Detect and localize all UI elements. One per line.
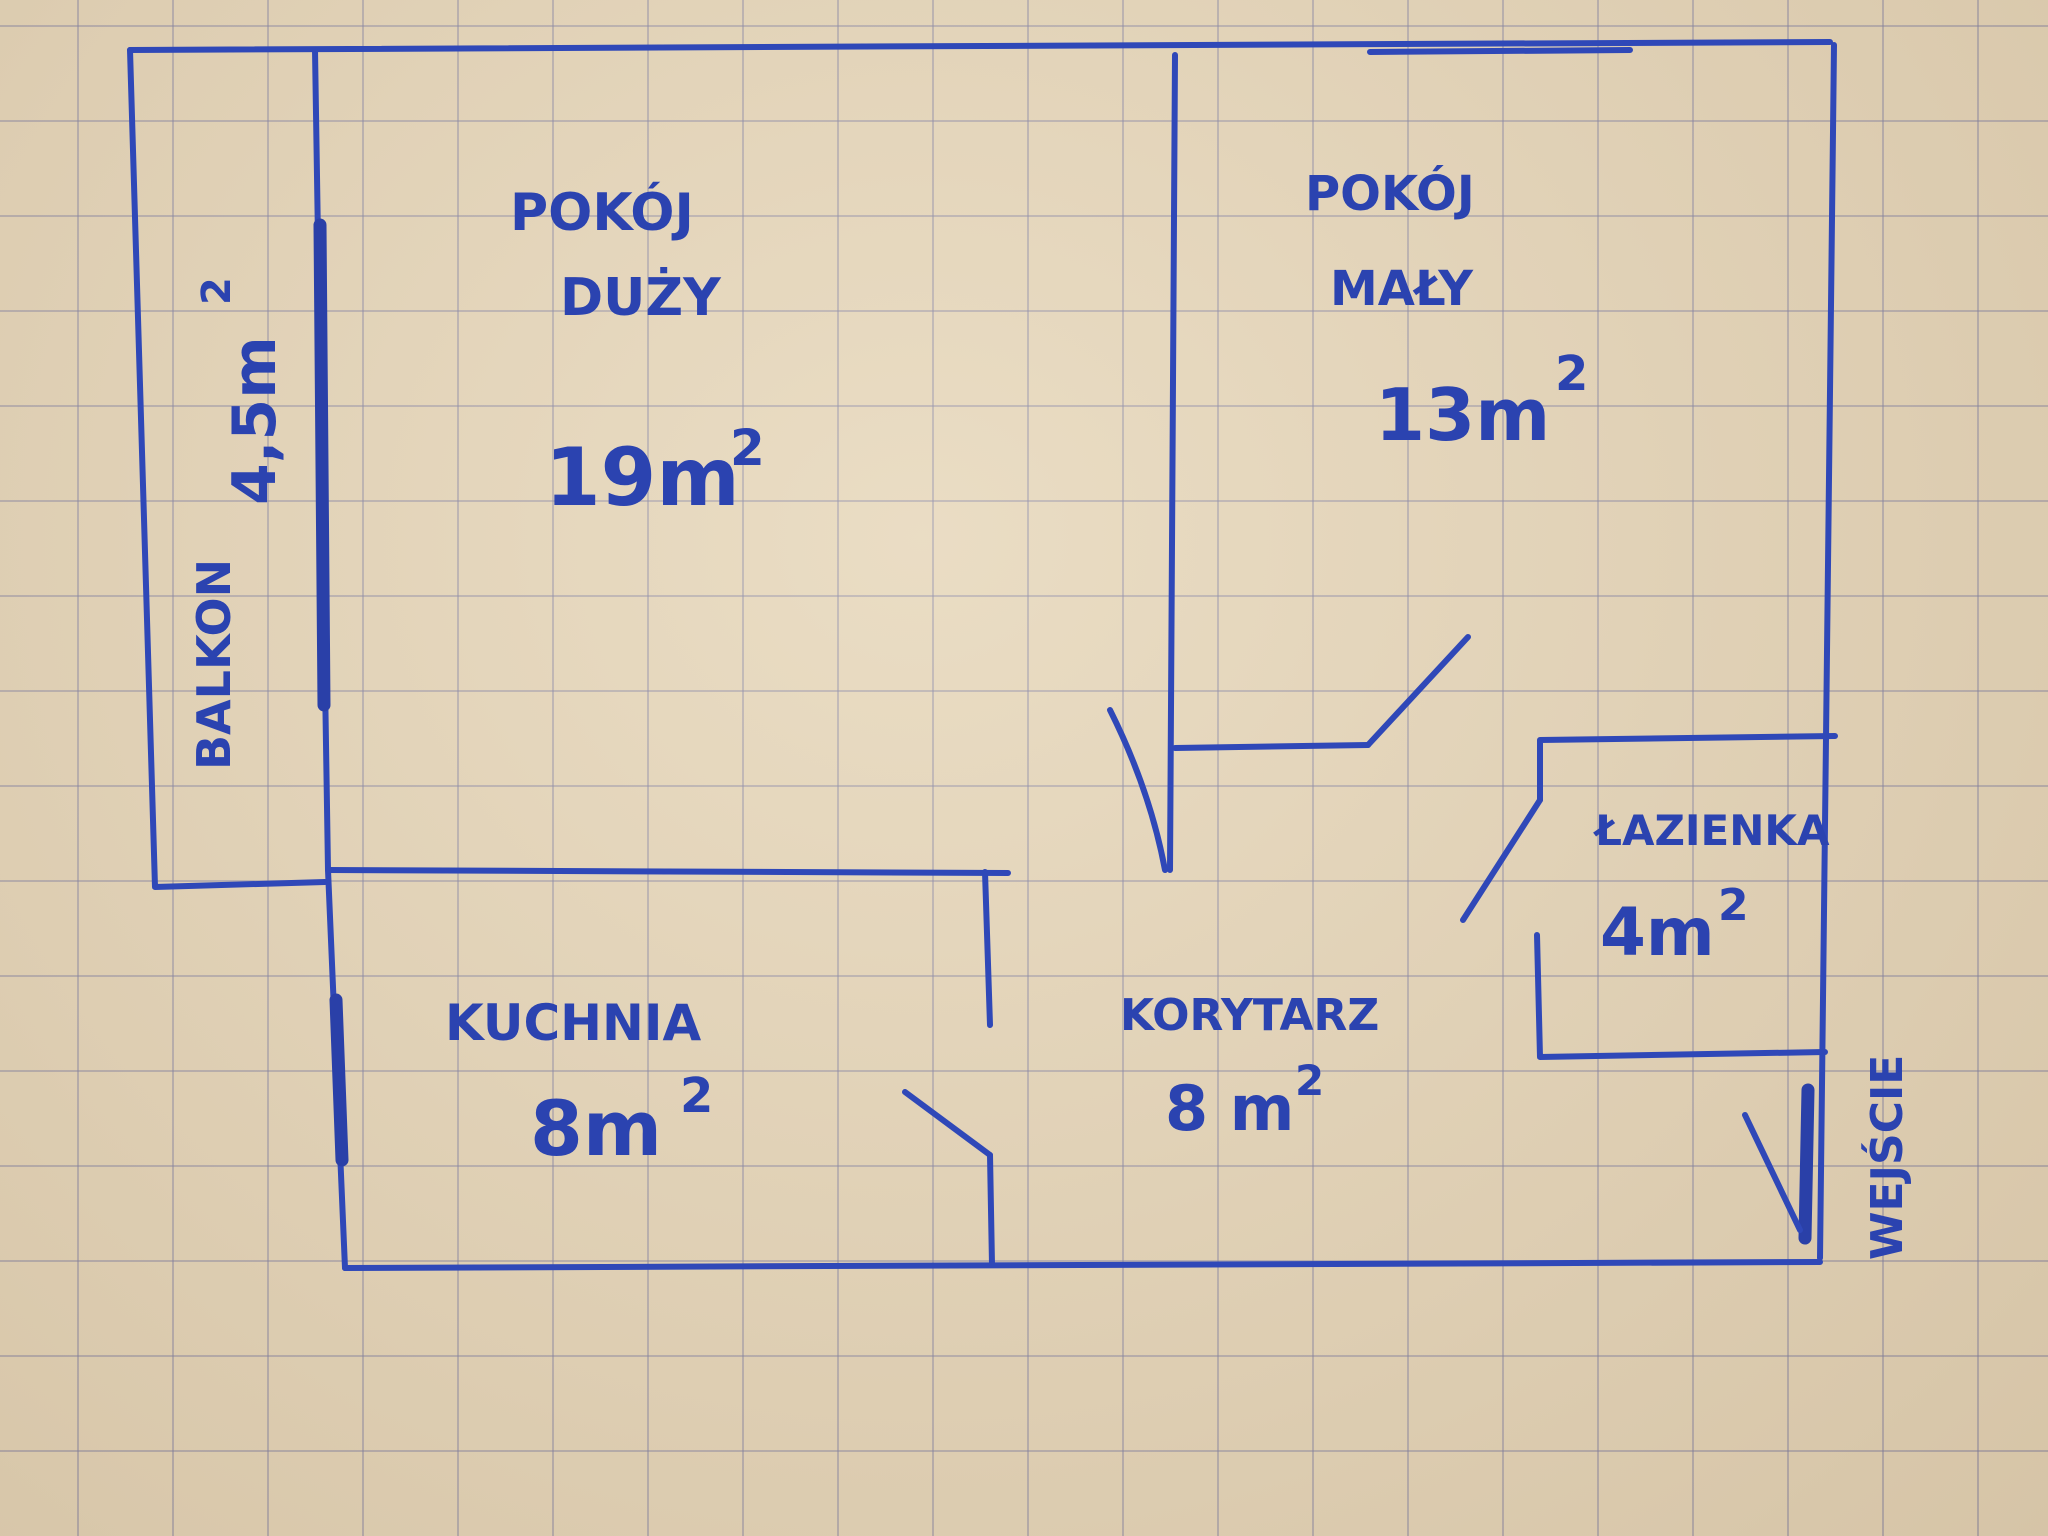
right-wall [1817, 42, 1837, 1261]
big-room-door [1107, 707, 1168, 873]
bathroom-label: ŁAZIENKA 4m 2 [1593, 806, 1830, 971]
small-room-name-line1: POKÓJ [1305, 165, 1475, 222]
small-room-area-exponent: 2 [1555, 346, 1588, 402]
entrance-door-frame [1798, 1083, 1815, 1245]
bathroom-area-exponent: 2 [1718, 880, 1749, 931]
kitchen-door [902, 1089, 993, 1158]
bathroom-lower-wall [1534, 932, 1828, 1060]
rooms-partition-wall [1167, 52, 1178, 873]
kitchen-area: 8m [530, 1084, 662, 1173]
big-room-area: 19m [545, 431, 740, 524]
bathroom-area: 4m [1600, 894, 1715, 971]
corridor-area: 8 m [1165, 1072, 1294, 1145]
top-wall [127, 39, 1833, 53]
balcony-label: BALKON 4,5m 2 [187, 277, 290, 770]
big-room-area-exponent: 2 [730, 419, 765, 477]
balcony-area: 4,5m [220, 336, 290, 505]
small-room-area: 13m [1375, 373, 1550, 457]
small-room-door [1365, 634, 1471, 748]
window-mark [1367, 47, 1633, 55]
corridor-area-exponent: 2 [1295, 1056, 1324, 1105]
bathroom-top-wall [1537, 733, 1838, 803]
balcony-name: BALKON [187, 559, 241, 770]
kitchen-name: KUCHNIA [445, 994, 701, 1052]
kitchen-label: KUCHNIA 8m 2 [445, 994, 713, 1173]
entrance-label: WEJŚCIE [1860, 1055, 1913, 1260]
big-room-label: POKÓJ DUŻY 19m 2 [510, 181, 765, 524]
balcony-outline [127, 47, 331, 890]
small-room-lower-wall [1172, 742, 1371, 751]
balcony-door-window [313, 218, 331, 712]
kitchen-wall-stub-top [982, 869, 993, 1028]
outer-walls [127, 39, 1837, 1271]
kitchen-wall-stub-bottom [987, 1152, 995, 1268]
small-room-label: POKÓJ MAŁY 13m 2 [1305, 165, 1588, 457]
kitchen-area-exponent: 2 [680, 1068, 713, 1124]
big-room-name-line1: POKÓJ [510, 181, 694, 243]
small-room-name-line2: MAŁY [1330, 261, 1474, 317]
big-room-kitchen-wall [325, 867, 1011, 876]
bathroom-name: ŁAZIENKA [1593, 806, 1830, 855]
kitchen-window [329, 993, 349, 1167]
big-room-name-line2: DUŻY [560, 267, 722, 328]
bathroom-door [1460, 797, 1543, 923]
corridor-label: KORYTARZ 8 m 2 [1120, 990, 1379, 1145]
entrance-door-swing [1742, 1112, 1803, 1233]
corridor-name: KORYTARZ [1120, 990, 1379, 1041]
bottom-wall [342, 1259, 1823, 1271]
balcony-area-exponent: 2 [194, 277, 240, 305]
balcony-outer-wall [127, 47, 328, 890]
